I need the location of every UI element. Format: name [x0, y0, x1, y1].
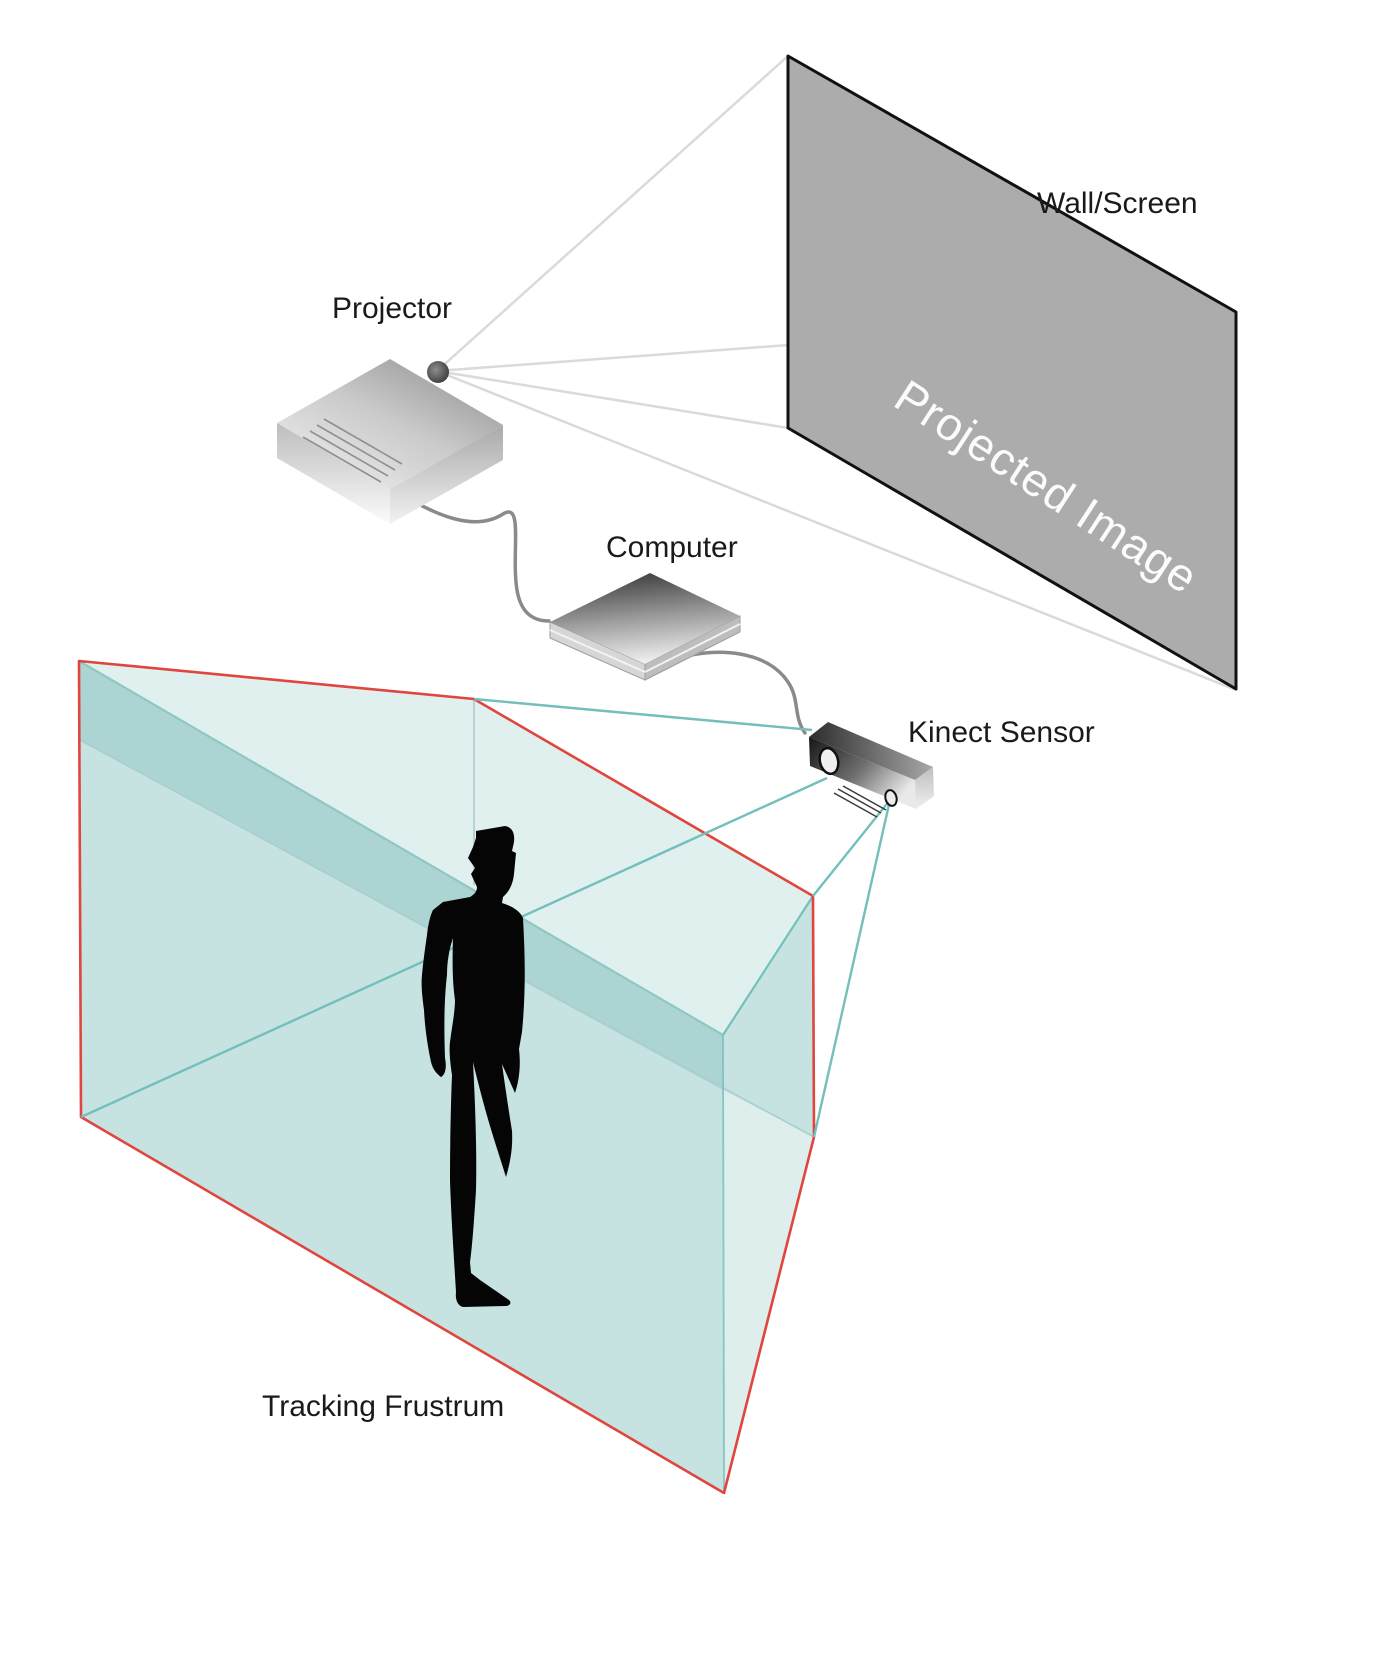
projector-left-face: [277, 423, 390, 524]
projector-computer-cable: [396, 490, 551, 623]
projector-ray-bottom-right: [436, 369, 1237, 692]
projector-lens: [427, 361, 449, 383]
projector-device: [277, 359, 503, 524]
labels-group: Wall/Screen Projector Computer Kinect Se…: [262, 187, 1198, 1423]
projector-vents: [302, 418, 403, 483]
projector-ray-top-left: [436, 55, 789, 372]
kinect-sensor-label: Kinect Sensor: [908, 716, 1095, 749]
frustum-top-face: [79, 661, 813, 1035]
kinect-top-face: [809, 722, 933, 780]
frustum-right-sliver: [723, 1090, 814, 1493]
frustum-edge-near-vertical: [722, 1034, 725, 1491]
person-silhouette: [421, 826, 525, 1307]
projector-top-face: [277, 359, 503, 489]
kinect-camera-lens: [818, 746, 840, 776]
wall-screen-label: Wall/Screen: [1037, 187, 1198, 220]
kinect-vents: [833, 785, 887, 818]
frustum-dark-band: [79, 661, 723, 1090]
kinect-right-cap: [915, 767, 934, 809]
kinect-ray-bottom: [812, 799, 892, 1138]
projector-ray-bottom-left: [436, 369, 789, 430]
projector-label: Projector: [332, 292, 452, 325]
wall-screen: Projected Image: [786, 54, 1238, 691]
wall-screen-surface: [786, 54, 1238, 691]
computer-base-seam-right: [644, 623, 741, 673]
frustum-body: [79, 661, 814, 1493]
kinect-ray-top: [473, 697, 813, 732]
tracking-frustum: [77, 659, 816, 1495]
kinect-device: [809, 722, 934, 818]
kinect-ir-lens: [884, 789, 898, 807]
computer-device: [549, 573, 741, 681]
projector-right-face: [390, 425, 503, 524]
computer-top-face: [550, 573, 740, 664]
computer-base-seam-left: [549, 629, 646, 673]
kinect-ray-mid: [812, 799, 891, 897]
cables-group: [396, 490, 807, 735]
computer-kinect-cable: [670, 650, 807, 735]
frustum-edge-near-top: [722, 895, 814, 1036]
computer-label: Computer: [606, 531, 738, 564]
frustum-edge-diagonal-top: [78, 660, 724, 1036]
tracking-frustum-label: Tracking Frustrum: [262, 1390, 504, 1423]
